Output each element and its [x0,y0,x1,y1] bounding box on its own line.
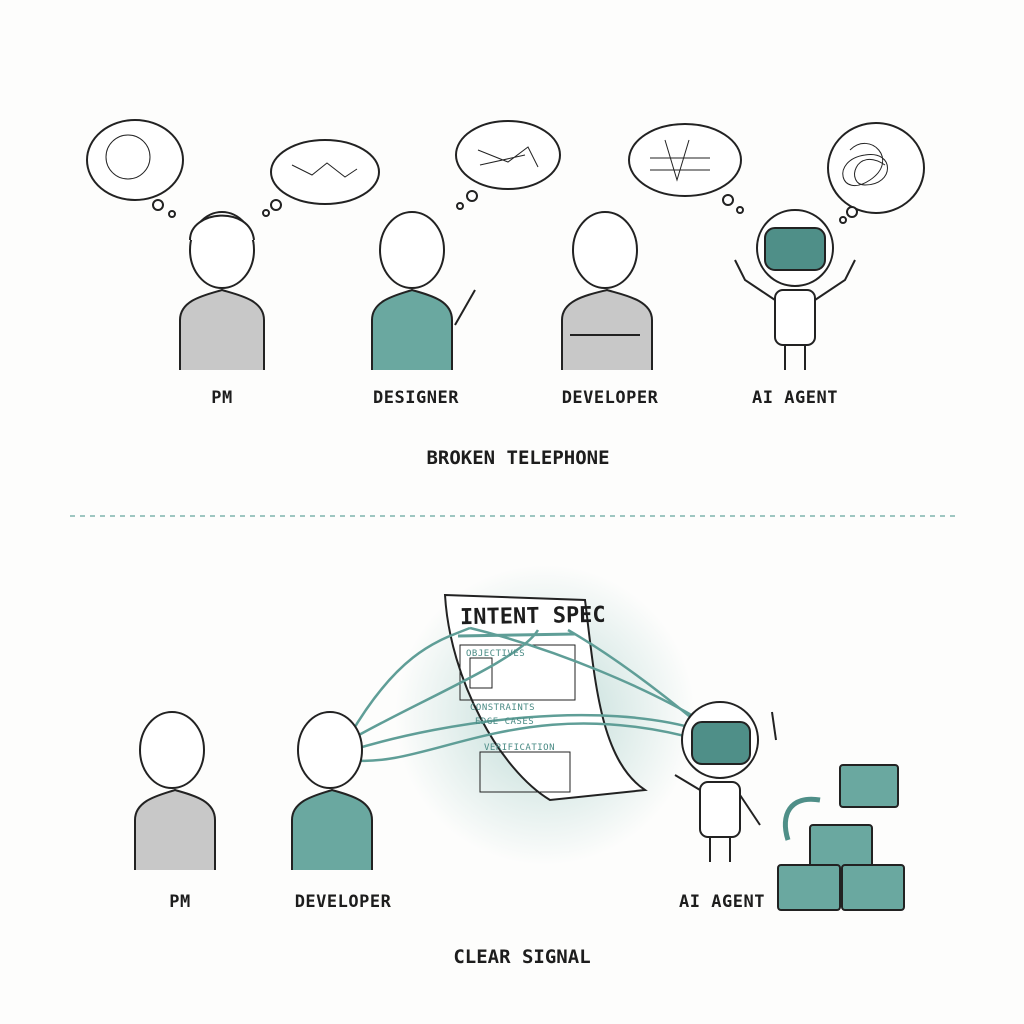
thought-bubble-developer [628,123,744,214]
label-designer-top: DESIGNER [373,388,459,408]
building-blocks [777,764,905,911]
signal-strings [348,626,701,763]
label-developer-bottom: DEVELOPER [294,892,392,912]
pm-figure-top [179,211,265,370]
intent-spec-document [443,593,648,802]
spec-section: OBJECTIVES [466,649,526,659]
ai-agent-robot-top [734,209,856,370]
label-pm-bottom: PM [169,892,191,912]
caption-clear-signal: CLEAR SIGNAL [453,946,591,968]
developer-figure-bottom [291,711,373,870]
ai-agent-robot-bottom [674,701,777,862]
thought-bubble-ai-agent [827,122,925,224]
label-ai-agent-top: AI AGENT [752,388,838,408]
thought-bubble-designer [262,139,380,217]
spec-title: INTENT SPEC [459,602,606,631]
thought-bubble-developer-designer [455,120,561,210]
label-ai-agent-bottom: AI AGENT [679,892,765,912]
designer-figure-top [371,211,476,370]
label-developer-top: DEVELOPER [561,388,659,408]
spec-section: EDGE CASES [475,717,535,727]
pm-figure-bottom [134,711,216,870]
caption-broken-telephone: BROKEN TELEPHONE [426,447,610,469]
developer-figure-top [561,211,653,370]
label-pm-top: PM [211,388,233,408]
thought-bubble-pm [86,119,184,218]
spec-section: CONSTRAINTS [470,703,536,713]
spec-section: VERIFICATION [484,743,556,753]
